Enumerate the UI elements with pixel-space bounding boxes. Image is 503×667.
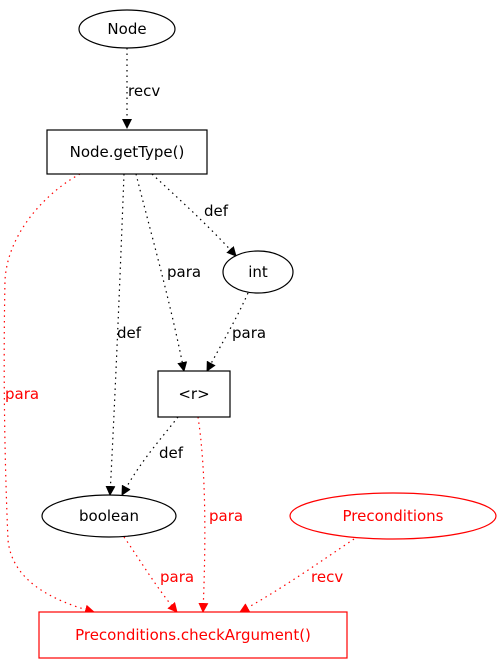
node-label-r: <r> bbox=[178, 385, 209, 403]
edge-preconditions-to-checkargument: recv bbox=[239, 538, 355, 613]
node-boolean: boolean bbox=[41, 494, 177, 538]
edge-r-to-checkargument: para bbox=[197, 416, 243, 613]
edge-boolean-to-checkargument: para bbox=[123, 536, 194, 613]
edge-label-r-to-checkargument: para bbox=[209, 507, 243, 525]
node-shape-check_argument bbox=[38, 611, 348, 659]
node-shape-preconditions bbox=[289, 492, 497, 540]
edge-line-r-to-checkargument bbox=[197, 416, 209, 613]
node-label-boolean: boolean bbox=[79, 507, 139, 525]
edge-line-r-to-boolean bbox=[121, 416, 179, 496]
edge-gettype-to-r: para bbox=[135, 173, 201, 372]
node-r: <r> bbox=[157, 370, 231, 418]
edge-label-node-to-gettype: recv bbox=[128, 82, 160, 100]
node-node: Node bbox=[78, 9, 176, 49]
edges-layer: recv def para def para para def para para recv bbox=[3, 48, 355, 615]
edge-label-int-to-r: para bbox=[232, 324, 266, 342]
node-shape-int bbox=[222, 250, 294, 294]
node-label-node: Node bbox=[107, 20, 146, 38]
node-label-node_gettype: Node.getType() bbox=[70, 143, 185, 161]
edge-label-gettype-to-r: para bbox=[167, 263, 201, 281]
node-label-check_argument: Preconditions.checkArgument() bbox=[75, 626, 311, 644]
edge-gettype-to-boolean: def bbox=[105, 173, 142, 496]
node-shape-node_gettype bbox=[46, 129, 208, 175]
node-label-int: int bbox=[248, 263, 268, 281]
node-check_argument: Preconditions.checkArgument() bbox=[38, 611, 348, 659]
node-int: int bbox=[222, 250, 294, 294]
edge-line-boolean-to-checkargument bbox=[123, 536, 178, 613]
edge-line-gettype-to-checkargument bbox=[3, 173, 95, 615]
node-shape-node bbox=[78, 9, 176, 49]
node-shape-boolean bbox=[41, 494, 177, 538]
edge-label-gettype-to-boolean: def bbox=[117, 324, 142, 342]
edge-label-r-to-boolean: def bbox=[159, 444, 184, 462]
edge-int-to-r: para bbox=[206, 292, 266, 372]
edge-line-preconditions-to-checkargument bbox=[239, 538, 355, 613]
edge-gettype-to-checkargument: para bbox=[3, 173, 95, 615]
edge-label-gettype-to-checkargument: para bbox=[5, 385, 39, 403]
node-shape-r bbox=[157, 370, 231, 418]
edge-label-preconditions-to-checkargument: recv bbox=[311, 568, 343, 586]
edge-line-gettype-to-r bbox=[135, 173, 188, 372]
node-label-preconditions: Preconditions bbox=[342, 507, 443, 525]
edge-label-gettype-to-int: def bbox=[204, 202, 229, 220]
node-node_gettype: Node.getType() bbox=[46, 129, 208, 175]
edge-gettype-to-int: def bbox=[151, 173, 237, 257]
edge-r-to-boolean: def bbox=[121, 416, 184, 496]
edge-node-to-gettype: recv bbox=[122, 48, 160, 129]
edge-line-gettype-to-int bbox=[151, 173, 237, 257]
node-preconditions: Preconditions bbox=[289, 492, 497, 540]
edge-label-boolean-to-checkargument: para bbox=[160, 568, 194, 586]
